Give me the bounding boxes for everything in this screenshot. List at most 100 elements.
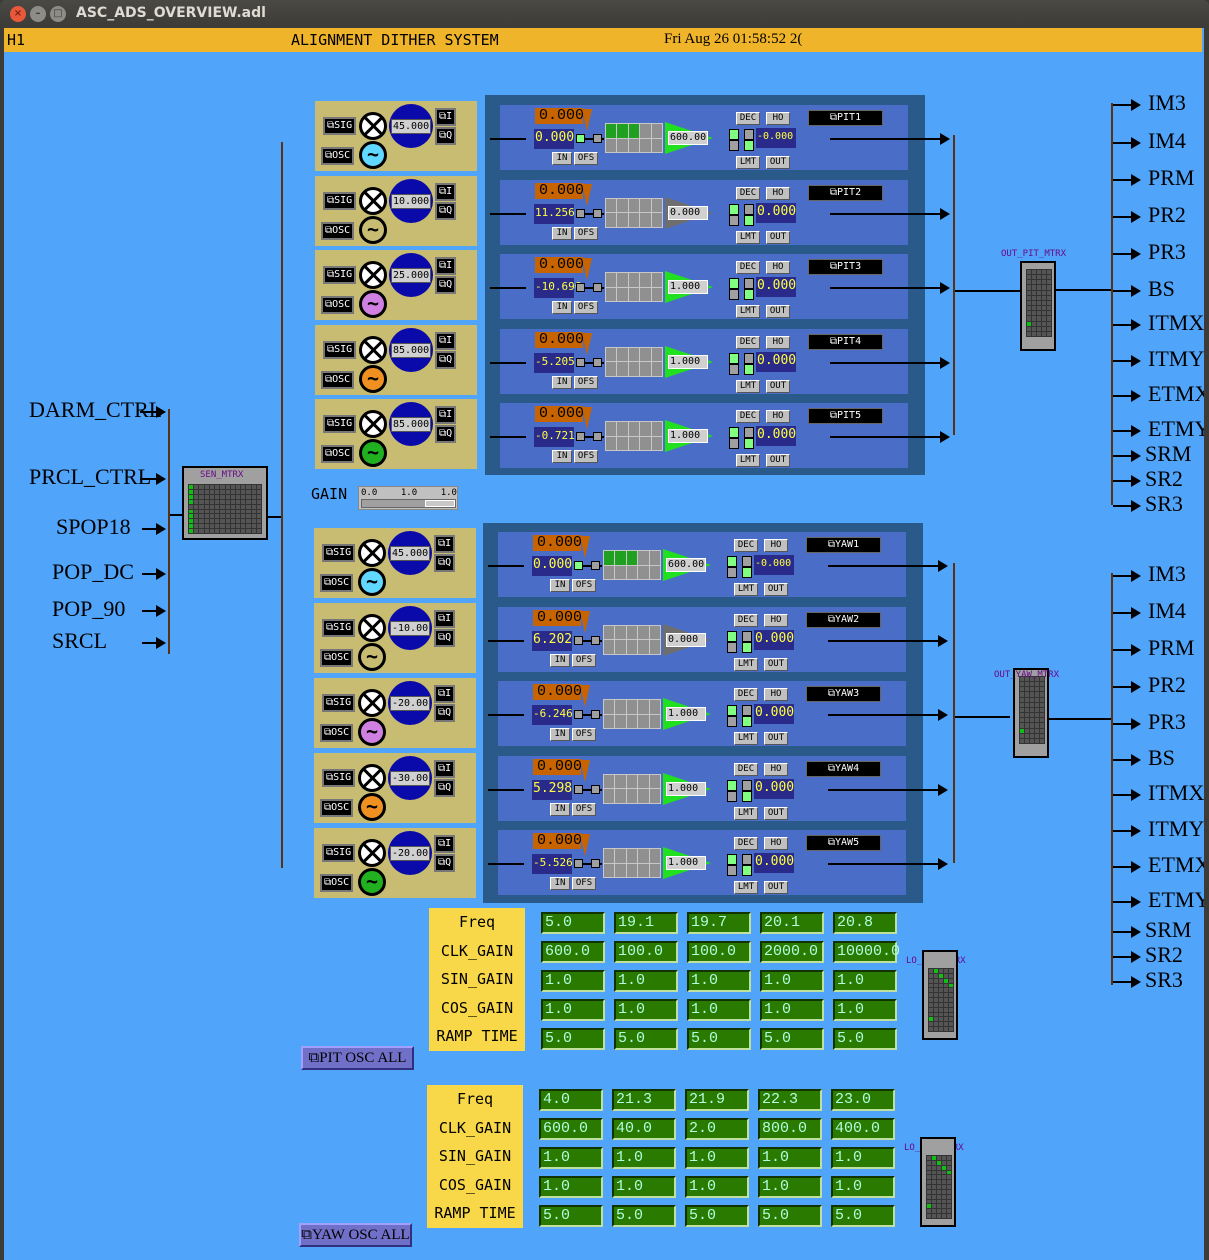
i-button[interactable]: ⧉I bbox=[435, 257, 457, 275]
filter-name-button[interactable]: ⧉PIT4 bbox=[808, 333, 883, 350]
filter-name-button[interactable]: ⧉PIT3 bbox=[808, 259, 883, 275]
lmt-button[interactable]: LMT bbox=[734, 732, 758, 745]
value-input[interactable]: 5.0 bbox=[614, 1028, 678, 1050]
ho-button[interactable]: HO bbox=[766, 335, 790, 349]
value-input[interactable]: 40.0 bbox=[612, 1118, 676, 1140]
i-button[interactable]: ⧉I bbox=[435, 331, 457, 350]
osc-button[interactable]: ⧉OSC bbox=[321, 147, 355, 165]
out-button[interactable]: OUT bbox=[766, 230, 790, 244]
value-input[interactable]: 600.0 bbox=[541, 941, 605, 963]
sig-button[interactable]: ⧉SIG bbox=[322, 694, 356, 712]
in-button[interactable]: IN bbox=[552, 226, 572, 240]
ho-button[interactable]: HO bbox=[764, 762, 788, 776]
value-input[interactable]: 800.0 bbox=[758, 1118, 822, 1140]
sig-button[interactable]: ⧉SIG bbox=[323, 117, 357, 135]
dec-button[interactable]: DEC bbox=[734, 762, 758, 776]
value-input[interactable]: 1.0 bbox=[760, 999, 824, 1021]
i-button[interactable]: ⧉I bbox=[434, 835, 456, 853]
minimize-window-button[interactable]: – bbox=[30, 6, 46, 22]
filter-name-button[interactable]: ⧉YAW1 bbox=[806, 537, 881, 553]
value-input[interactable]: 1.0 bbox=[687, 999, 751, 1021]
filter-modules[interactable] bbox=[605, 272, 663, 302]
ho-button[interactable]: HO bbox=[766, 410, 790, 423]
value-input[interactable]: 1.0 bbox=[760, 970, 824, 992]
value-input[interactable]: 5.0 bbox=[541, 1028, 605, 1050]
value-input[interactable]: 1.0 bbox=[541, 999, 605, 1021]
phase-input[interactable]: -20.00 bbox=[390, 696, 430, 711]
gain-input[interactable]: 0.000 bbox=[666, 632, 706, 647]
i-button[interactable]: ⧉I bbox=[435, 182, 457, 201]
dec-button[interactable]: DEC bbox=[734, 837, 758, 850]
out-button[interactable]: OUT bbox=[766, 305, 790, 318]
value-input[interactable]: 5.0 bbox=[685, 1205, 749, 1227]
filter-name-button[interactable]: ⧉PIT1 bbox=[808, 110, 883, 126]
value-input[interactable]: 5.0 bbox=[541, 912, 605, 934]
filter-name-button[interactable]: ⧉PIT2 bbox=[808, 184, 883, 201]
value-input[interactable]: 1.0 bbox=[539, 1147, 603, 1169]
phase-input[interactable]: -10.00 bbox=[390, 621, 430, 636]
lmt-button[interactable]: LMT bbox=[736, 454, 760, 467]
sig-button[interactable]: ⧉SIG bbox=[322, 619, 356, 637]
sen-matrix[interactable]: SEN_MTRX bbox=[182, 466, 268, 540]
lmt-button[interactable]: LMT bbox=[736, 230, 760, 244]
value-input[interactable]: 1.0 bbox=[687, 970, 751, 992]
value-input[interactable]: 1.0 bbox=[833, 970, 897, 992]
out-pit-matrix[interactable] bbox=[1020, 261, 1056, 351]
value-input[interactable]: 1.0 bbox=[833, 999, 897, 1021]
in-button[interactable]: IN bbox=[552, 301, 572, 314]
ofs-button[interactable]: OFS bbox=[572, 728, 596, 741]
value-input[interactable]: 1.0 bbox=[758, 1176, 822, 1198]
out-button[interactable]: OUT bbox=[766, 156, 790, 169]
sig-button[interactable]: ⧉SIG bbox=[322, 544, 356, 562]
value-input[interactable]: 1.0 bbox=[685, 1176, 749, 1198]
phase-input[interactable]: 10.000 bbox=[391, 193, 431, 209]
i-button[interactable]: ⧉I bbox=[434, 760, 456, 778]
osc-button[interactable]: ⧉OSC bbox=[320, 799, 354, 817]
ho-button[interactable]: HO bbox=[766, 186, 790, 200]
in-button[interactable]: IN bbox=[550, 877, 570, 890]
phase-input[interactable]: -20.00 bbox=[390, 846, 430, 861]
dec-button[interactable]: DEC bbox=[736, 112, 760, 125]
value-input[interactable]: 1.0 bbox=[612, 1147, 676, 1169]
out-button[interactable]: OUT bbox=[766, 379, 790, 393]
value-input[interactable]: 1.0 bbox=[541, 970, 605, 992]
value-input[interactable]: 5.0 bbox=[758, 1205, 822, 1227]
value-input[interactable]: 100.0 bbox=[614, 941, 678, 963]
q-button[interactable]: ⧉Q bbox=[434, 854, 456, 872]
value-input[interactable]: 1.0 bbox=[614, 999, 678, 1021]
value-input[interactable]: 1.0 bbox=[614, 970, 678, 992]
value-input[interactable]: 21.9 bbox=[685, 1089, 749, 1111]
lmt-button[interactable]: LMT bbox=[734, 881, 758, 894]
q-button[interactable]: ⧉Q bbox=[435, 276, 457, 294]
ofs-button[interactable]: OFS bbox=[574, 226, 598, 240]
phase-input[interactable]: 25.000 bbox=[391, 268, 431, 283]
i-button[interactable]: ⧉I bbox=[435, 108, 457, 126]
gain-input[interactable]: 600.00 bbox=[668, 131, 708, 145]
filter-name-button[interactable]: ⧉YAW3 bbox=[806, 686, 881, 702]
sig-button[interactable]: ⧉SIG bbox=[323, 191, 357, 210]
ofs-button[interactable]: OFS bbox=[572, 653, 596, 667]
value-input[interactable]: 5.0 bbox=[612, 1205, 676, 1227]
sig-button[interactable]: ⧉SIG bbox=[322, 769, 356, 787]
lmt-button[interactable]: LMT bbox=[736, 156, 760, 169]
q-button[interactable]: ⧉Q bbox=[435, 350, 457, 369]
filter-modules[interactable] bbox=[605, 123, 663, 153]
dec-button[interactable]: DEC bbox=[734, 688, 758, 701]
filter-name-button[interactable]: ⧉PIT5 bbox=[808, 408, 883, 424]
ofs-button[interactable]: OFS bbox=[574, 375, 598, 389]
osc-button[interactable]: ⧉OSC bbox=[321, 445, 355, 463]
q-button[interactable]: ⧉Q bbox=[434, 704, 456, 722]
out-button[interactable]: OUT bbox=[766, 454, 790, 467]
sig-button[interactable]: ⧉SIG bbox=[322, 844, 356, 862]
filter-modules[interactable] bbox=[603, 550, 661, 580]
lmt-button[interactable]: LMT bbox=[734, 657, 758, 671]
value-input[interactable]: 1.0 bbox=[612, 1176, 676, 1198]
gain-input[interactable]: 1.000 bbox=[666, 707, 706, 721]
gain-input[interactable]: 600.00 bbox=[666, 558, 706, 572]
value-input[interactable]: 1.0 bbox=[685, 1147, 749, 1169]
pit_table-osc-all-button[interactable]: ⧉PIT OSC ALL bbox=[301, 1046, 414, 1070]
i-button[interactable]: ⧉I bbox=[434, 610, 456, 628]
phase-input[interactable]: 45.000 bbox=[391, 119, 431, 134]
i-button[interactable]: ⧉I bbox=[434, 685, 456, 703]
